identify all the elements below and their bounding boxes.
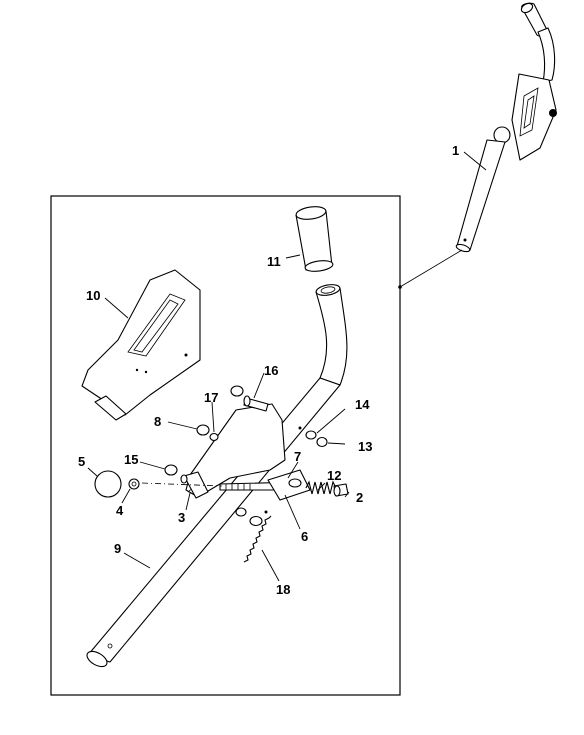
part-18-spring: [243, 515, 272, 563]
frame-leader-dot: [398, 285, 402, 289]
frame-to-handle-leader: [399, 249, 463, 288]
shaft-assembly: [219, 469, 349, 501]
callout-1: 1: [452, 143, 459, 158]
callout-18: 18: [276, 582, 290, 597]
callout-5: 5: [78, 454, 85, 469]
assembly-axis-line: [141, 482, 223, 487]
callout-labels: 1 2 3 4 5 6 7 8 9 10 11 12 13 14 15 16 1…: [78, 143, 459, 597]
callout-14: 14: [355, 397, 370, 412]
callout-9: 9: [114, 541, 121, 556]
leader-lines: [87, 151, 487, 582]
callout-12: 12: [327, 468, 341, 483]
callout-16: 16: [264, 363, 278, 378]
callout-11: 11: [267, 254, 281, 269]
callout-2: 2: [356, 490, 363, 505]
part-5-ball: [94, 470, 122, 498]
callout-3: 3: [178, 510, 185, 525]
callout-17: 17: [204, 390, 218, 405]
part-3-bracket: [183, 403, 286, 499]
callout-8: 8: [154, 414, 161, 429]
part-11-grip: [295, 206, 334, 272]
callout-10: 10: [86, 288, 100, 303]
callout-6: 6: [301, 529, 308, 544]
callout-4: 4: [116, 503, 124, 518]
part-12-spring: [305, 480, 337, 495]
part-10-cover: [81, 269, 201, 421]
detail-frame: [50, 195, 401, 696]
hardware-parts: [94, 385, 328, 527]
callout-7: 7: [294, 449, 301, 464]
callout-15: 15: [124, 452, 138, 467]
assembled-handle-drawing: [455, 2, 557, 253]
callout-13: 13: [358, 439, 372, 454]
